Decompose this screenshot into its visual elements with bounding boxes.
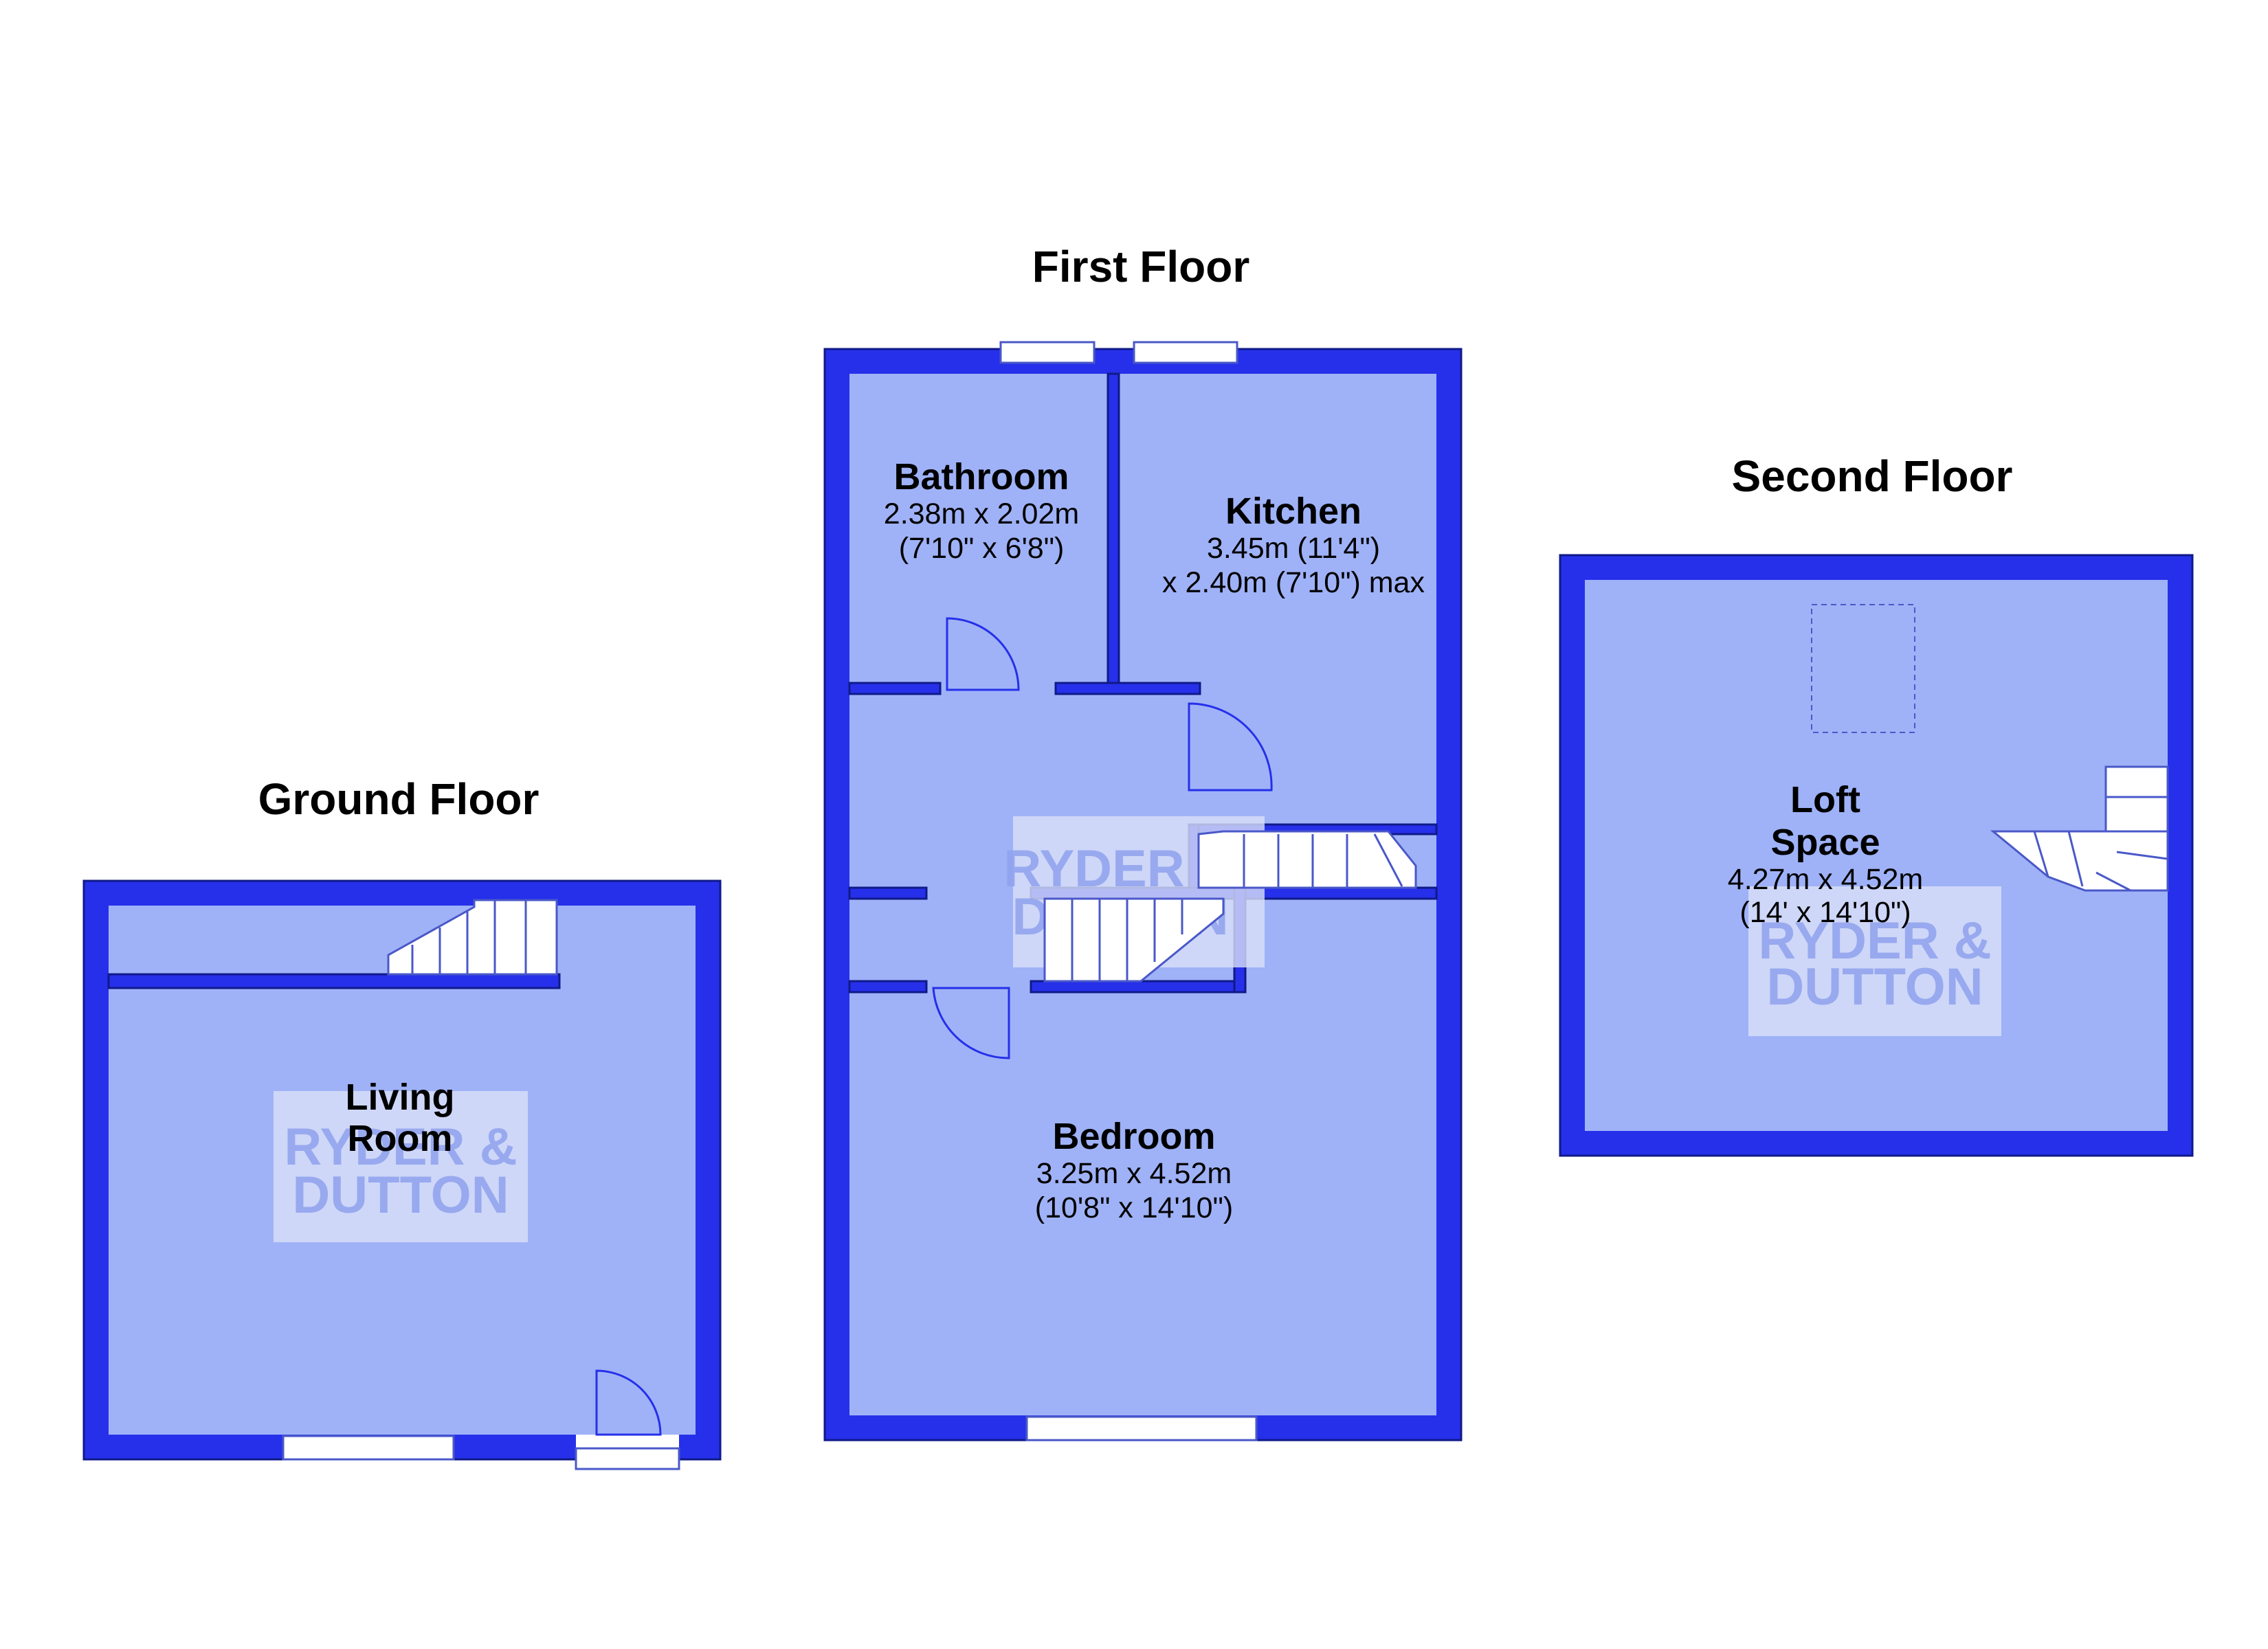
bathroom-dim-metric: 2.38m x 2.02m	[884, 497, 1079, 530]
loft-name-line2: Space	[1770, 822, 1880, 863]
ground-stair-wall	[107, 973, 561, 989]
bedroom-dim-metric: 3.25m x 4.52m	[1036, 1157, 1232, 1190]
second-watermark-box	[1748, 886, 2001, 1036]
ground-floor: Ground Floor RYDER & DUTTON Living Room	[82, 774, 722, 1470]
landing-wall-stub	[848, 886, 928, 900]
first-upper-staircase	[1197, 830, 1417, 889]
ground-watermark-box	[274, 1091, 528, 1242]
kitchen-name: Kitchen	[1225, 491, 1361, 532]
loft-name-line1: Loft	[1790, 779, 1860, 820]
bedroom-name: Bedroom	[1052, 1116, 1215, 1157]
bathroom-door-swing	[946, 617, 1020, 691]
kitchen-dim-line2: x 2.40m (7'10") max	[1162, 566, 1425, 599]
front-door-step	[575, 1447, 680, 1470]
bedroom-door-swing	[932, 987, 1010, 1059]
loft-dim-imperial: (14' x 14'10")	[1739, 896, 1911, 929]
second-watermark-line1: RYDER &	[1758, 912, 1991, 970]
bathroom-kitchen-wall	[1107, 372, 1120, 691]
second-watermark-line2: DUTTON	[1766, 958, 1983, 1016]
landing-bedroom-wall-right	[1030, 980, 1247, 994]
kitchen-door-swing	[1188, 702, 1273, 792]
living-room-name-line1: Living	[346, 1077, 455, 1118]
second-floor-title: Second Floor	[1732, 451, 2013, 501]
bathroom-dim-imperial: (7'10" x 6'8")	[899, 532, 1065, 565]
front-door-swing	[595, 1369, 662, 1436]
loft-dim-metric: 4.27m x 4.52m	[1728, 863, 1923, 896]
loft-hatch	[1811, 604, 1915, 733]
living-room-name-line2: Room	[348, 1118, 453, 1159]
ground-floor-title: Ground Floor	[258, 774, 540, 824]
bathroom-window	[999, 341, 1096, 364]
ground-staircase	[387, 899, 558, 976]
first-lower-staircase	[1043, 897, 1225, 983]
bedroom-dim-imperial: (10'8" x 14'10")	[1035, 1191, 1233, 1224]
first-floor: First Floor RYDER & DUTTON	[823, 242, 1463, 1442]
bedroom-window	[1025, 1415, 1258, 1442]
living-room-window	[282, 1435, 455, 1461]
ground-watermark-line2: DUTTON	[292, 1166, 509, 1224]
bathroom-name: Bathroom	[894, 456, 1069, 497]
kitchen-dim-line1: 3.45m (11'4")	[1207, 532, 1380, 565]
second-floor: Second Floor RYDER & DUTTON Loft Space 4…	[1559, 451, 2194, 1157]
first-floor-title: First Floor	[1032, 242, 1249, 291]
landing-bedroom-wall-left	[848, 980, 928, 994]
bathroom-wall-right	[1054, 682, 1201, 695]
ground-watermark-line1: RYDER &	[284, 1118, 517, 1176]
bathroom-wall-left	[848, 682, 942, 695]
kitchen-window	[1133, 341, 1238, 364]
